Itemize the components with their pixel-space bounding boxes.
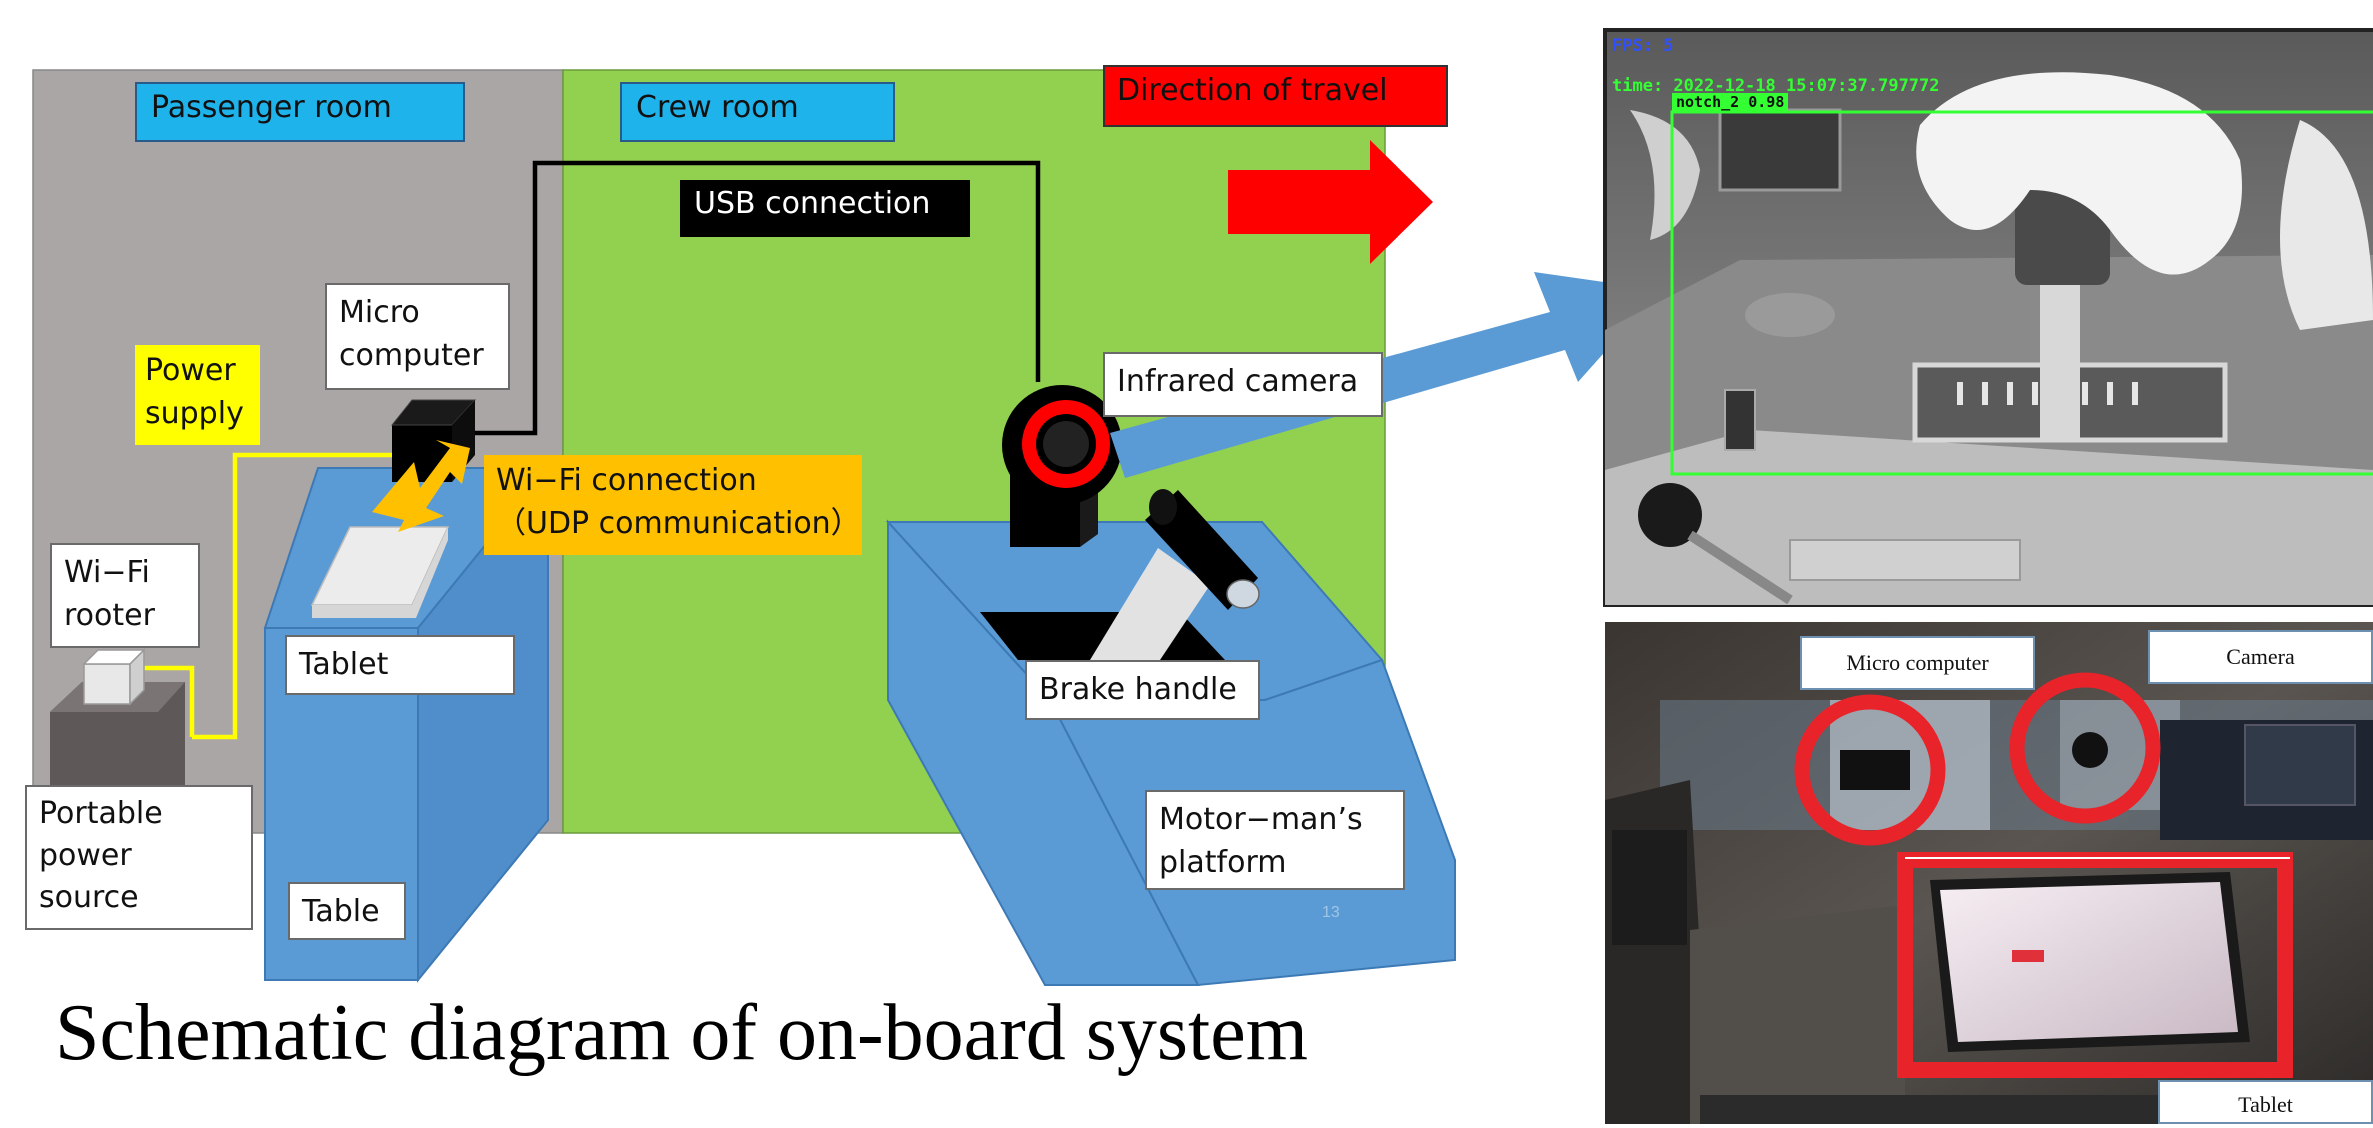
brake-handle-grip <box>1145 490 1258 610</box>
detection-box <box>1670 110 2373 476</box>
power-supply-label: Power supply <box>135 345 260 445</box>
wifi-connection-label-line2: （UDP communication） <box>496 506 861 541</box>
power-supply-label-line2: supply <box>145 396 244 431</box>
motorman-platform-label-line1: Motor−man’s <box>1159 802 1363 837</box>
camera-feed-photo <box>1603 28 2373 607</box>
feed-fps: FPS: 5 <box>1612 36 1674 56</box>
power-wire <box>192 452 395 740</box>
micro-computer-label-line1: Micro <box>339 295 420 330</box>
tablet-label: Tablet <box>285 635 515 695</box>
portable-power-label: Portable power source <box>25 785 253 930</box>
usb-connection-label: USB connection <box>680 180 970 237</box>
wifi-double-arrow <box>372 440 470 532</box>
wifi-connection-label: Wi−Fi connection （UDP communication） <box>484 455 862 555</box>
micro-computer-ring <box>1794 694 1946 846</box>
infrared-camera-label: Infrared camera <box>1103 352 1383 417</box>
wifi-router-front <box>83 663 131 705</box>
camera-to-feed-arrow <box>1110 272 1660 478</box>
passenger-room-label: Passenger room <box>135 82 465 142</box>
brake-handle-arm <box>1090 548 1210 660</box>
wifi-router-side <box>129 648 145 706</box>
wifi-rooter-label-line1: Wi−Fi <box>64 555 150 590</box>
feed-timestamp: time: 2022-12-18 15:07:37.797772 <box>1612 76 1940 96</box>
photo-micro-computer-label: Micro computer <box>1800 636 2035 690</box>
installation-photo <box>1605 622 2373 1124</box>
wifi-rooter-label-line2: rooter <box>64 598 155 633</box>
portable-power-label-line3: source <box>39 880 139 915</box>
power-supply-label-line1: Power <box>145 353 236 388</box>
camera-lens-core <box>1043 421 1089 467</box>
direction-of-travel-label: Direction of travel <box>1103 65 1448 127</box>
power-wire-2 <box>143 665 195 737</box>
page-number: 13 <box>1322 904 1340 921</box>
camera-ring <box>2009 672 2161 824</box>
platform-front-left <box>887 519 1200 986</box>
wifi-connection-label-line1: Wi−Fi connection <box>496 463 757 498</box>
crew-room-label: Crew room <box>620 82 895 142</box>
portable-power-label-line1: Portable <box>39 796 163 831</box>
feed-detection-label: notch_2 0.98 <box>1672 93 1789 111</box>
brake-handle-pivot <box>1149 489 1177 525</box>
wifi-rooter-label: Wi−Fi rooter <box>50 543 200 648</box>
usb-cable <box>470 160 1041 436</box>
tablet-box <box>1897 852 2293 1078</box>
portable-power-label-line2: power <box>39 838 132 873</box>
direction-arrow <box>1228 140 1433 264</box>
photo-camera-label: Camera <box>2148 630 2373 684</box>
motorman-platform-label-line2: platform <box>1159 845 1287 880</box>
brake-handle-cap <box>1226 579 1260 609</box>
table-label: Table <box>288 882 406 940</box>
tablet-edge <box>312 527 448 618</box>
micro-computer-label-line2: computer <box>339 338 484 373</box>
motorman-platform-label: Motor−man’s platform <box>1145 790 1405 890</box>
photo-tablet-label: Tablet <box>2158 1080 2373 1124</box>
brake-handle-label: Brake handle <box>1025 660 1260 720</box>
micro-computer-label: Micro computer <box>325 283 510 390</box>
diagram-caption: Schematic diagram of on-board system <box>55 989 1308 1077</box>
